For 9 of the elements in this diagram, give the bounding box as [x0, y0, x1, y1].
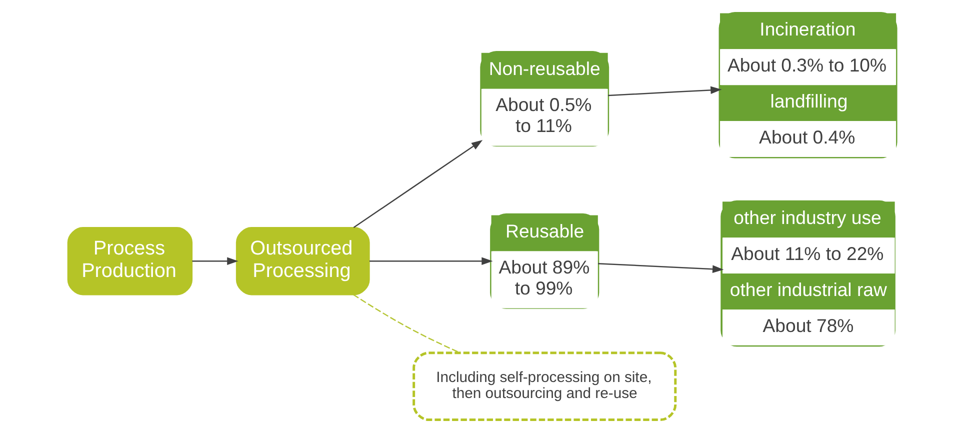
arrow	[598, 262, 724, 273]
node-box: Outsourced Processing	[236, 227, 370, 296]
connector	[353, 294, 460, 354]
node-box: Process Production	[67, 227, 193, 296]
arrow	[192, 257, 238, 266]
arrow	[353, 140, 483, 228]
arrow	[608, 86, 722, 96]
node-box: Including self-processing on site, then outsourcing and re-use	[412, 352, 677, 422]
arrow	[370, 257, 493, 266]
